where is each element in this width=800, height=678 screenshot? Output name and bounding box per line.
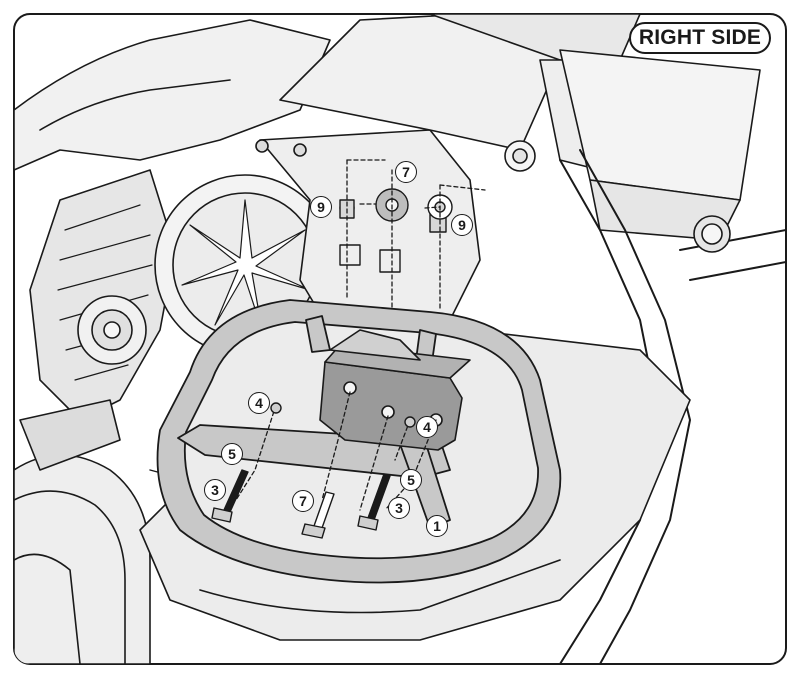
callout-7-upper: 7: [395, 161, 417, 183]
callout-1: 1: [426, 515, 448, 537]
callout-7-lower: 7: [292, 490, 314, 512]
callout-4-right: 4: [416, 416, 438, 438]
washer-right: [404, 416, 416, 428]
callout-3-right: 3: [388, 497, 410, 519]
callout-9-right: 9: [451, 214, 473, 236]
callout-3-left: 3: [204, 479, 226, 501]
engine-mount-points: [339, 188, 453, 273]
side-label: RIGHT SIDE: [629, 22, 771, 54]
callout-9-left: 9: [310, 196, 332, 218]
bolts: [211, 402, 416, 539]
callout-4-left: 4: [248, 392, 270, 414]
callout-5-right: 5: [400, 469, 422, 491]
callout-5-left: 5: [221, 443, 243, 465]
washer-left: [270, 402, 282, 414]
